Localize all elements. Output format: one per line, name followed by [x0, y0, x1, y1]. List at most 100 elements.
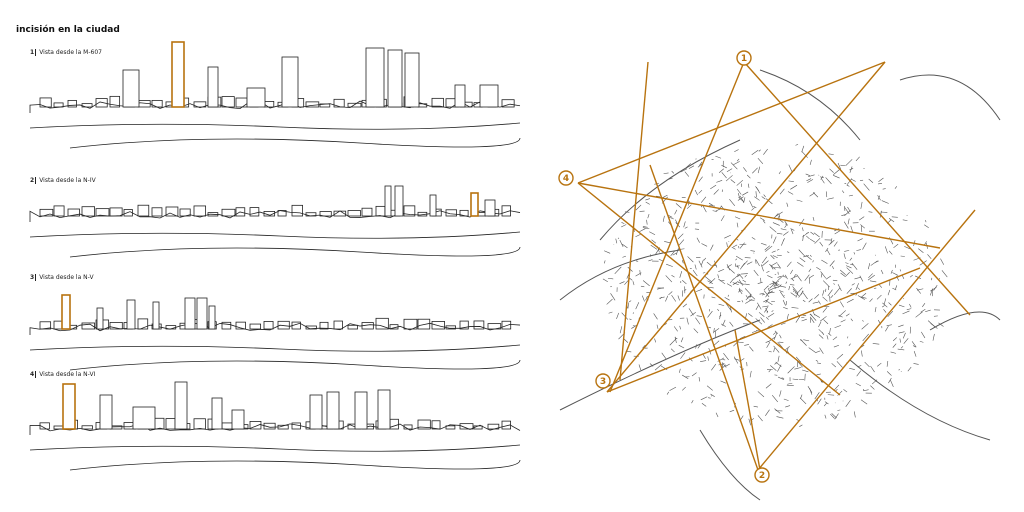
street	[718, 278, 726, 285]
low-building	[109, 207, 123, 217]
street	[729, 409, 735, 413]
street	[900, 346, 904, 349]
street	[751, 207, 755, 211]
street	[903, 338, 909, 344]
street	[774, 285, 781, 289]
street	[814, 314, 821, 318]
street	[817, 398, 822, 405]
street	[778, 171, 781, 175]
tower	[404, 52, 420, 108]
low-building	[53, 205, 65, 217]
low-building	[277, 320, 290, 330]
street	[654, 364, 662, 371]
street	[656, 324, 659, 329]
street	[801, 290, 803, 295]
street	[679, 325, 681, 330]
low-building	[445, 209, 457, 217]
street	[668, 291, 673, 296]
street	[647, 214, 650, 219]
low-building	[403, 205, 416, 217]
street	[773, 332, 776, 335]
street	[880, 269, 884, 275]
tower	[152, 301, 160, 330]
street	[781, 239, 785, 246]
street	[903, 298, 905, 300]
street	[808, 268, 812, 273]
street	[912, 345, 916, 348]
terrain-line	[29, 231, 521, 239]
low-building	[487, 423, 500, 430]
street	[743, 197, 746, 204]
street	[606, 298, 613, 305]
street	[622, 255, 627, 258]
street	[651, 239, 657, 244]
street	[760, 317, 765, 323]
street	[801, 151, 808, 158]
street	[886, 371, 892, 376]
street	[860, 224, 865, 229]
view-ray	[606, 267, 921, 393]
street	[774, 281, 778, 285]
street	[754, 196, 760, 201]
street	[765, 383, 772, 389]
street	[755, 305, 759, 310]
skyline-4	[29, 381, 521, 471]
street	[671, 275, 675, 278]
street	[718, 168, 724, 173]
low-building	[221, 208, 236, 217]
street	[713, 328, 720, 333]
street	[814, 294, 820, 299]
street	[833, 241, 838, 247]
street	[834, 230, 841, 235]
street	[621, 224, 627, 228]
street	[840, 272, 846, 277]
street	[894, 186, 898, 189]
street	[707, 310, 713, 318]
street	[783, 276, 787, 278]
street	[669, 338, 677, 346]
street	[790, 275, 798, 280]
street	[924, 224, 929, 228]
street	[790, 269, 793, 275]
street	[765, 308, 768, 313]
street	[614, 266, 622, 274]
street	[801, 318, 807, 322]
highway	[559, 319, 761, 411]
street	[932, 333, 935, 341]
tower	[207, 66, 219, 108]
street	[726, 264, 731, 271]
street	[747, 295, 752, 298]
street	[733, 275, 739, 280]
street	[659, 296, 663, 300]
street	[803, 255, 809, 258]
street	[861, 350, 863, 357]
street	[604, 260, 606, 264]
street	[785, 274, 788, 280]
street	[648, 259, 653, 262]
street	[757, 182, 761, 184]
low-building	[291, 422, 301, 430]
street	[635, 272, 642, 277]
view-ray	[609, 61, 745, 393]
street	[826, 335, 829, 340]
street	[619, 326, 623, 334]
street	[753, 405, 759, 408]
street	[732, 161, 740, 166]
street	[682, 303, 688, 308]
street	[814, 237, 821, 244]
street	[712, 210, 718, 212]
street	[849, 368, 855, 370]
low-building	[249, 323, 262, 330]
street	[726, 264, 732, 268]
street	[882, 302, 888, 308]
low-building	[263, 321, 274, 330]
street	[809, 388, 813, 395]
street	[758, 312, 765, 318]
street	[710, 184, 717, 190]
street	[677, 233, 684, 240]
street	[846, 298, 854, 303]
street	[763, 194, 766, 198]
street	[833, 169, 840, 175]
street	[833, 175, 840, 179]
